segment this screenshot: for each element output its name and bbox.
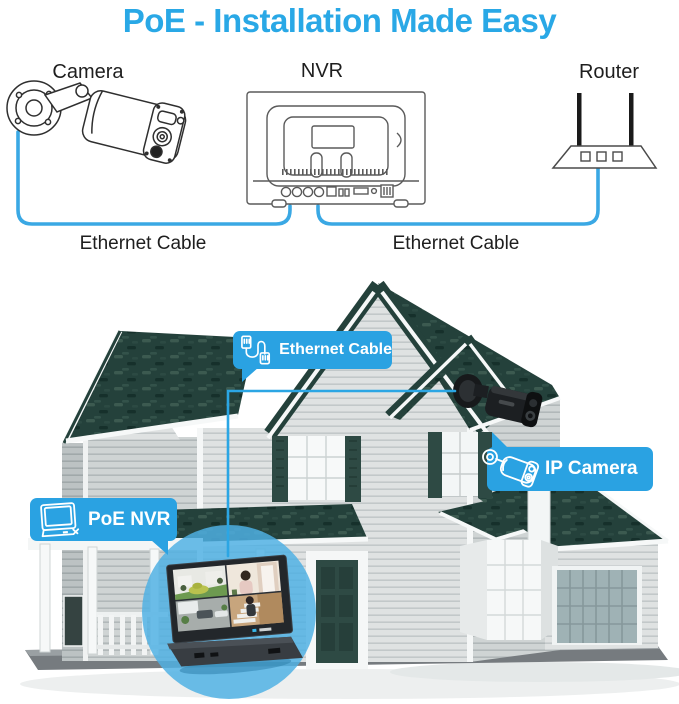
narrow-window bbox=[527, 489, 551, 547]
bay-window bbox=[460, 540, 558, 640]
router-label: Router bbox=[578, 61, 640, 83]
bullet-camera-icon bbox=[482, 448, 540, 488]
cable-route-lines bbox=[226, 389, 457, 558]
garage-door bbox=[552, 566, 642, 645]
nvr-monitor-preview bbox=[166, 554, 303, 675]
porch-window bbox=[63, 595, 84, 647]
callout-poe-nvr: PoE NVR bbox=[30, 498, 177, 555]
ethernet-cable-label-left: Ethernet Cable bbox=[79, 233, 207, 254]
left-roof-plane bbox=[66, 331, 255, 440]
callout-label: Ethernet Cable bbox=[279, 341, 392, 358]
poe-monitor-icon bbox=[40, 501, 80, 537]
router-line-art bbox=[551, 93, 658, 169]
nvr-label: NVR bbox=[300, 60, 344, 82]
ethernet-cable-right-line bbox=[316, 166, 600, 226]
ethernet-cable-left-line bbox=[16, 130, 292, 226]
ethernet-cable-icon bbox=[241, 335, 271, 365]
nvr-line-art bbox=[246, 91, 426, 208]
mounted-ip-camera bbox=[453, 374, 543, 428]
callout-label: PoE NVR bbox=[88, 508, 171, 530]
callout-ip-camera: IP Camera bbox=[482, 432, 653, 491]
camera-line-art bbox=[6, 80, 187, 164]
camera-label: Camera bbox=[52, 61, 124, 83]
quad-view-screen bbox=[172, 560, 284, 632]
upper-window-main bbox=[272, 436, 361, 502]
callout-ethernet-cable: Ethernet Cable bbox=[233, 331, 392, 382]
page-title: PoE - Installation Made Easy bbox=[122, 2, 557, 39]
front-door bbox=[306, 551, 368, 669]
callout-label: IP Camera bbox=[545, 458, 638, 479]
ethernet-cable-label-right: Ethernet Cable bbox=[392, 233, 520, 254]
